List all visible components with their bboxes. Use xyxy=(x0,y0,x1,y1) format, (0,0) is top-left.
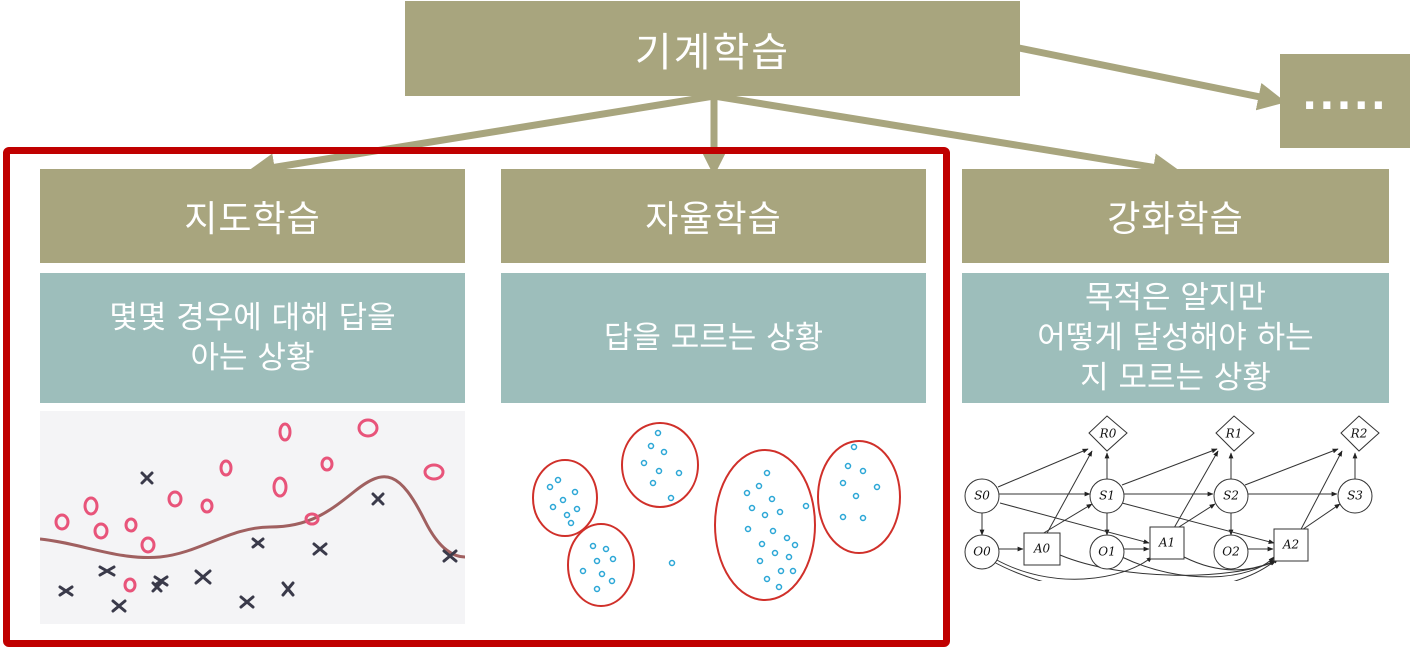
action-node xyxy=(1273,528,1309,562)
heading-reinforcement-box: 강화학습 xyxy=(962,169,1389,263)
description-unsupervised-box: 답을 모르는 상황 xyxy=(501,273,926,403)
rl-labels: S0 S1 S2 S3 O0 O1 O2 A0 A1 A2 R0 R1 R2 xyxy=(973,427,1367,559)
heading-supervised: 지도학습 xyxy=(184,199,321,240)
state-label: S2 xyxy=(1223,489,1239,503)
supervised-illustration xyxy=(40,411,465,624)
state-label: S0 xyxy=(974,489,990,503)
action-node xyxy=(1023,532,1061,566)
state-label: S1 xyxy=(1099,489,1115,503)
state-node xyxy=(964,478,1000,514)
heading-unsupervised: 자율학습 xyxy=(645,199,782,240)
description-supervised-box: 몇몇 경우에 대해 답을 아는 상황 xyxy=(40,273,465,403)
action-label: A0 xyxy=(1033,542,1051,556)
observation-node xyxy=(1089,534,1125,570)
unsupervised-illustration xyxy=(501,411,926,624)
description-reinforcement-box: 목적은 알지만 어떻게 달성해야 하는 지 모르는 상황 xyxy=(962,273,1389,403)
main-title: 기계학습 xyxy=(634,29,791,76)
heading-unsupervised-box: 자율학습 xyxy=(501,169,926,263)
rl-nodes xyxy=(964,415,1380,570)
description-supervised: 몇몇 경우에 대해 답을 아는 상황 xyxy=(109,300,396,376)
arrow-to-reinforcement xyxy=(713,92,1182,182)
description-unsupervised: 답을 모르는 상황 xyxy=(603,320,824,356)
reward-label: R1 xyxy=(1225,427,1243,441)
cluster-points xyxy=(546,429,881,593)
state-node xyxy=(1337,478,1373,514)
heading-supervised-box: 지도학습 xyxy=(40,169,465,263)
rl-graph: S0 S1 S2 S3 O0 O1 O2 A0 A1 A2 R0 R1 R2 xyxy=(962,411,1389,581)
reward-label: R0 xyxy=(1099,427,1117,441)
rl-edges xyxy=(979,448,1358,581)
action-node xyxy=(1149,526,1185,560)
cluster-outlines xyxy=(532,422,901,607)
decision-boundary xyxy=(40,475,465,560)
observation-node xyxy=(1213,534,1249,570)
observation-label: O1 xyxy=(1098,545,1115,559)
heading-reinforcement: 강화학습 xyxy=(1107,199,1244,240)
more-ellipsis: ..... xyxy=(1302,73,1388,119)
description-reinforcement: 목적은 알지만 어떻게 달성해야 하는 지 모르는 상황 xyxy=(1037,280,1314,396)
reward-label: R2 xyxy=(1350,427,1368,441)
action-label: A1 xyxy=(1158,536,1175,550)
main-title-box: 기계학습 xyxy=(405,1,1020,96)
observation-label: O2 xyxy=(1222,545,1239,559)
action-label: A2 xyxy=(1282,538,1299,552)
reward-node xyxy=(1340,415,1380,452)
state-node xyxy=(1089,478,1125,514)
state-label: S3 xyxy=(1347,489,1363,503)
reward-node xyxy=(1215,415,1255,452)
observation-label: O0 xyxy=(973,545,991,559)
arrow-to-more xyxy=(1018,44,1286,111)
more-box: ..... xyxy=(1280,54,1410,148)
negative-samples xyxy=(58,471,458,613)
observation-node xyxy=(964,534,1000,570)
state-node xyxy=(1213,478,1249,514)
arrow-to-supervised xyxy=(246,92,715,182)
reward-node xyxy=(1088,415,1128,452)
positive-samples xyxy=(54,418,445,593)
